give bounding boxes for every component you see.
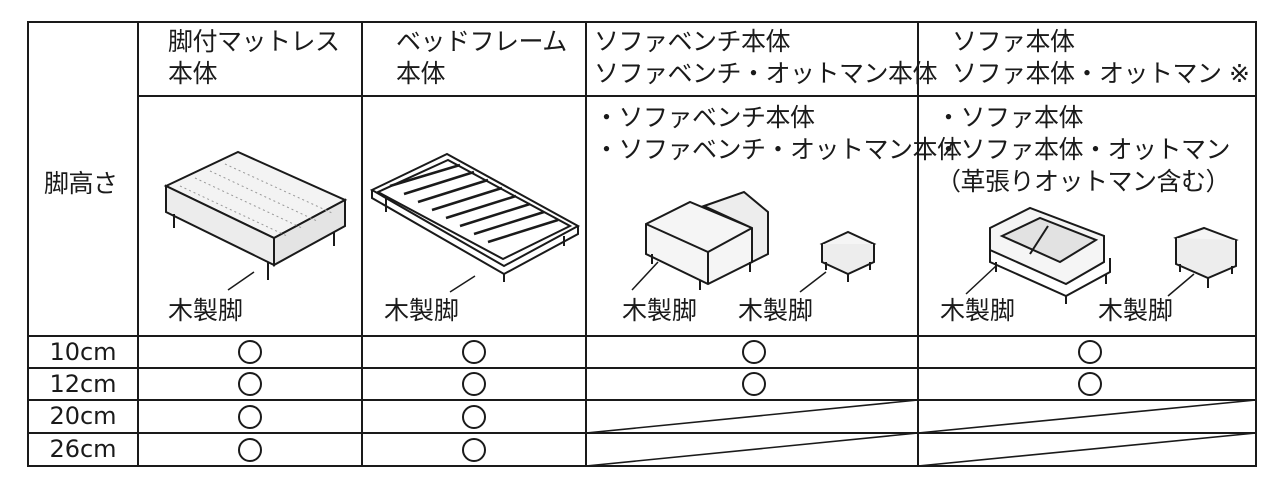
bed-frame-illustration <box>369 152 581 293</box>
mattress-illustration <box>163 150 348 291</box>
diagonal-sofabench-20cm <box>585 399 919 434</box>
col-header-mattress-line2: 本体 <box>168 59 218 88</box>
leg-label-sofa: 木製脚 <box>940 296 1016 325</box>
available-circle-mattress-12cm <box>238 372 262 396</box>
available-circle-bedframe-12cm <box>462 372 486 396</box>
sofa-illustration <box>965 206 1239 304</box>
row-label-10cm: 10cm <box>49 338 117 366</box>
available-circle-bedframe-26cm <box>462 437 486 462</box>
leg-label-mattress: 木製脚 <box>168 296 244 325</box>
col-header-sofa-line1: ソファ本体 <box>952 27 1075 56</box>
col-header-mattress-line1: 脚付マットレス <box>168 27 340 56</box>
row-label-20cm: 20cm <box>49 402 117 430</box>
row-label-26cm: 26cm <box>49 435 117 463</box>
available-circle-mattress-10cm <box>238 340 262 364</box>
leg-label-sofabench: 木製脚 <box>622 296 698 325</box>
available-circle-sofa-10cm <box>1078 340 1102 364</box>
available-circle-bedframe-20cm <box>462 404 486 429</box>
sofa-note-3: （革張りオットマン含む） <box>936 167 1231 196</box>
col-header-sofa-line2: ソファ本体・オットマン ※ <box>952 59 1250 88</box>
col-header-bedframe-line2: 本体 <box>396 59 446 88</box>
row-header-leg-height: 脚高さ <box>44 169 118 198</box>
not-available-diagonals <box>585 399 1257 467</box>
sofabench-note-2: ・ソファベンチ・オットマン本体 <box>594 135 962 164</box>
diagonal-sofa-26cm <box>917 432 1257 467</box>
sofabench-note-1: ・ソファベンチ本体 <box>594 103 815 132</box>
sofa-note-1: ・ソファ本体 <box>936 103 1084 132</box>
sofa-note-2: ・ソファ本体・オットマン <box>936 135 1231 164</box>
col-header-sofabench-line1: ソファベンチ本体 <box>594 27 791 56</box>
row-label-12cm: 12cm <box>49 370 117 398</box>
available-circle-sofa-12cm <box>1078 372 1102 396</box>
col-header-sofabench-line2: ソファベンチ・オットマン本体 <box>594 59 938 88</box>
available-circle-bedframe-10cm <box>462 340 486 364</box>
available-circle-sofabench-12cm <box>742 372 766 396</box>
leg-label-bedframe: 木製脚 <box>384 296 460 325</box>
available-circle-mattress-20cm <box>238 404 262 429</box>
col-header-bedframe-line1: ベッドフレーム <box>396 27 567 56</box>
available-circle-mattress-26cm <box>238 437 262 462</box>
diagonal-sofabench-26cm <box>585 432 919 467</box>
available-circle-sofabench-10cm <box>742 340 766 364</box>
sofa-bench-illustration <box>631 190 877 293</box>
leg-label-sofa-ottoman: 木製脚 <box>1098 296 1174 325</box>
leg-label-sofabench-ottoman: 木製脚 <box>738 296 814 325</box>
diagonal-sofa-20cm <box>917 399 1257 434</box>
